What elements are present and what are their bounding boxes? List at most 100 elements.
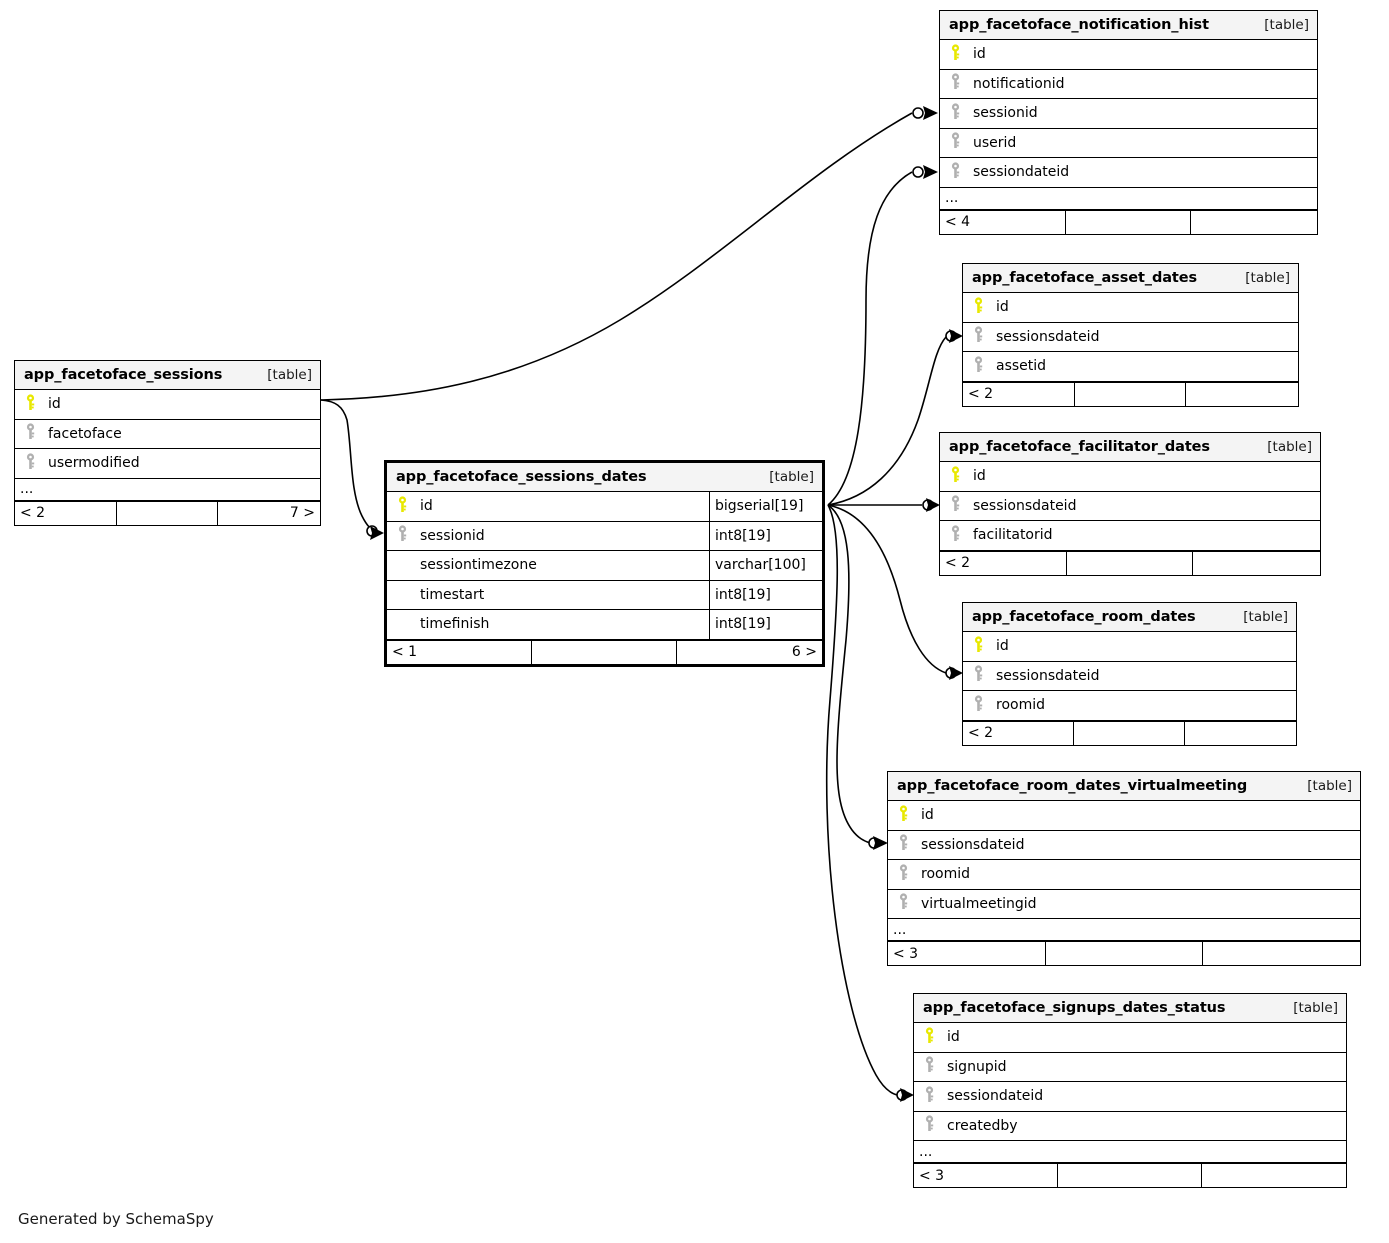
foreign-key-icon [25,453,36,474]
column-type: int8[19] [709,521,822,550]
column-row[interactable]: sessionsdateid [940,492,1320,521]
column-row[interactable]: signupid [914,1053,1346,1082]
column-row[interactable]: id [963,293,1298,323]
table-app_facetoface_sessions[interactable]: app_facetoface_sessions [table] id facetofa… [14,360,321,526]
column-row[interactable]: id [940,462,1320,492]
foreign-key-icon [950,103,961,124]
crowsfoot-marker [370,526,384,540]
column-key-cell [963,695,993,716]
foreign-key-icon [973,356,984,377]
column-key-cell [940,466,970,487]
table-header: app_facetoface_room_dates [table] [963,603,1296,632]
column-row[interactable]: id [888,801,1360,831]
column-row[interactable]: sessionsdateid [963,323,1298,352]
crowsfoot-marker [873,836,888,850]
table-app_facetoface_room_dates_virtualmeeting[interactable]: app_facetoface_room_dates_virtualmeeting… [887,771,1361,966]
column-row[interactable]: roomid [888,860,1360,890]
column-row[interactable]: facetoface [15,420,320,449]
column-key-cell [888,893,918,914]
table-type-tag: [table] [1264,17,1309,33]
incoming-relations-count: < 2 [963,382,1075,406]
column-row[interactable]: id [940,40,1317,70]
footer-middle-cell [532,640,678,664]
generator-credit: Generated by SchemaSpy [18,1210,214,1228]
table-title: app_facetoface_room_dates [972,609,1196,625]
table-app_facetoface_notification_hist[interactable]: app_facetoface_notification_hist[table]i… [939,10,1318,235]
footer-middle-cell [1046,942,1203,965]
footer-middle-cell [1074,721,1186,745]
column-row[interactable]: notificationid [940,70,1317,99]
column-row[interactable]: id [914,1023,1346,1053]
column-row[interactable]: sessionid [940,99,1317,129]
table-footer: < 2 [963,381,1298,406]
column-type: int8[19] [709,580,822,609]
footer-middle-cell [1067,551,1194,575]
table-header: app_facetoface_sessions [table] [15,361,320,390]
column-name: createdby [947,1117,1018,1134]
foreign-key-icon [25,423,36,444]
column-row[interactable]: sessionsdateid [963,662,1296,691]
outgoing-relations-count [1186,383,1298,406]
column-name: usermodified [48,455,140,472]
column-name: sessionsdateid [996,328,1100,345]
column-key-cell [888,805,918,826]
optional-marker [868,837,880,849]
outgoing-relations-count [1203,942,1360,965]
table-app_facetoface_signups_dates_status[interactable]: app_facetoface_signups_dates_status[tabl… [913,993,1347,1188]
column-row[interactable]: roomid [963,691,1296,721]
optional-marker [896,1089,908,1101]
column-name: virtualmeetingid [921,895,1037,912]
table-type-tag: [table] [1307,778,1352,794]
column-row[interactable]: assetid [963,352,1298,382]
primary-key-icon [950,466,961,487]
foreign-key-icon [898,834,909,855]
table-footer: < 3 [914,1163,1346,1187]
column-key-cell [914,1115,944,1136]
table-type-tag: [table] [1245,270,1290,286]
crowsfoot-marker [923,165,938,179]
incoming-relations-count: < 2 [963,721,1075,745]
table-type-tag: [table] [267,367,312,383]
primary-key-icon [25,394,36,415]
foreign-key-icon [973,326,984,347]
column-key-cell [387,496,417,517]
incoming-relations-count: < 2 [15,501,117,525]
column-row[interactable]: id [963,632,1296,662]
column-key-cell [888,834,918,855]
primary-key-icon [973,297,984,318]
table-type-tag: [table] [1243,609,1288,625]
column-row[interactable]: createdby [914,1112,1346,1141]
column-row[interactable]: sessiondateid [940,158,1317,188]
optional-marker [912,107,924,119]
table-title: app_facetoface_facilitator_dates [949,439,1210,455]
table-title: app_facetoface_sessions [24,367,223,383]
column-row[interactable]: facilitatorid [940,521,1320,551]
column-key-cell [15,394,45,415]
optional-marker [912,166,924,178]
table-app_facetoface_facilitator_dates[interactable]: app_facetoface_facilitator_dates[table]i… [939,432,1321,576]
column-row[interactable]: sessiondateid [914,1082,1346,1112]
column-name: id [48,396,61,413]
table-footer: < 2 [940,550,1320,575]
column-row[interactable]: virtualmeetingid [888,890,1360,919]
crowsfoot-marker [949,329,963,343]
more-columns-indicator: ... [914,1141,1346,1163]
column-key-cell [940,162,970,183]
edge-sessions-to-sessions-dates [320,399,379,534]
column-row[interactable]: userid [940,129,1317,158]
column-row[interactable]: id [15,390,320,420]
column-row[interactable]: usermodified [15,449,320,479]
table-footer: < 4 [940,209,1317,234]
column-key-cell [963,326,993,347]
column-row[interactable]: sessionsdateid [888,831,1360,860]
